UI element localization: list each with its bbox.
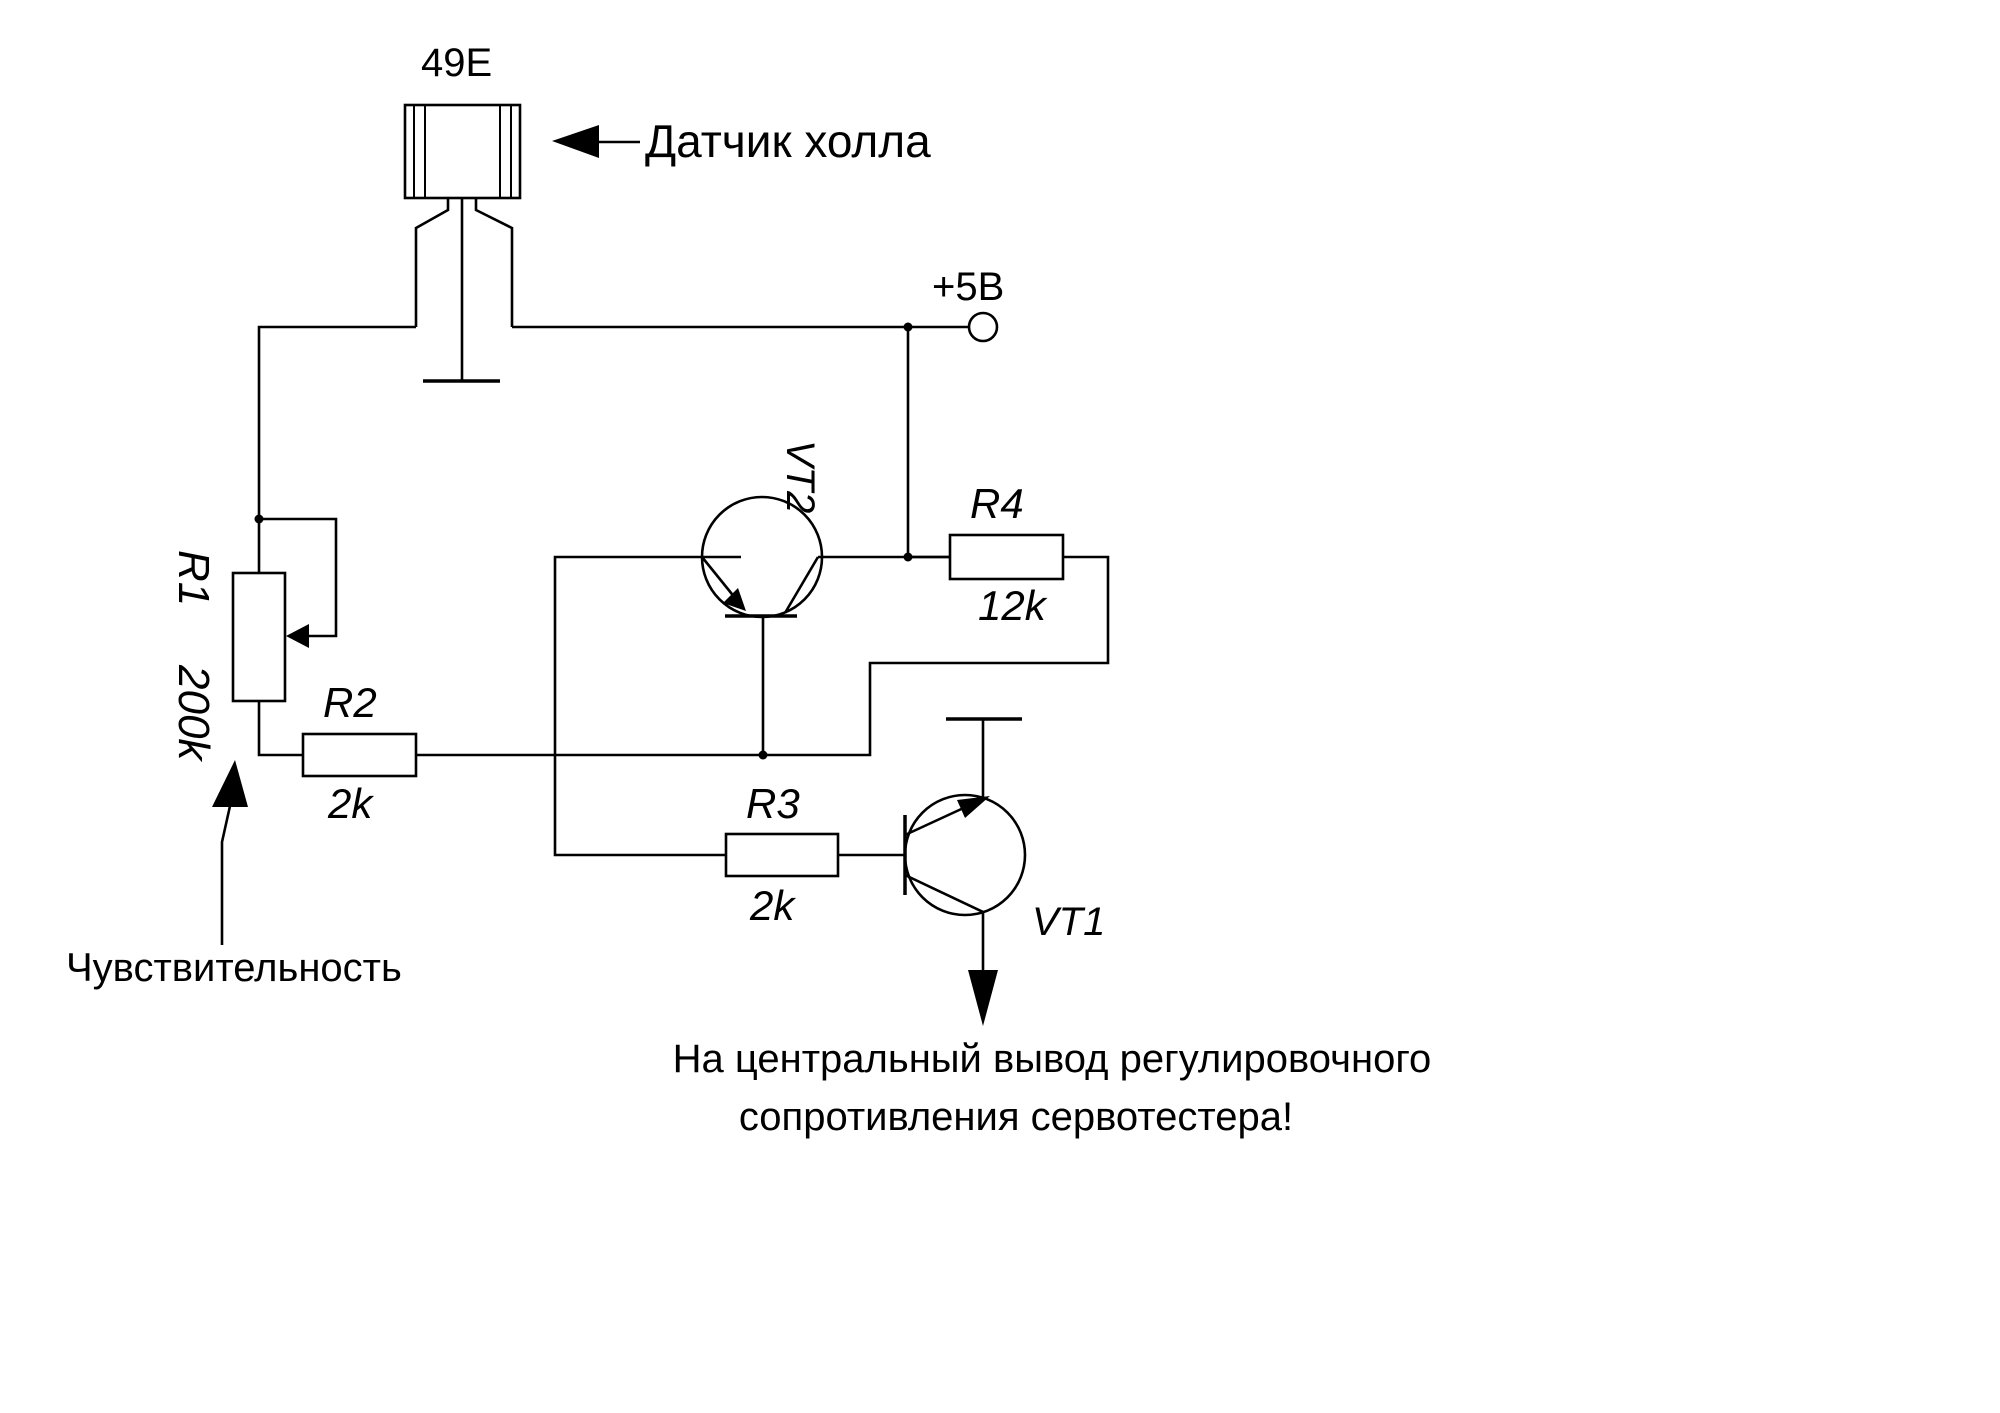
- vt1-ref: VT1: [1032, 900, 1105, 944]
- vt2-collector-lead: [783, 556, 820, 614]
- vt2-emitter-arrow-icon: [723, 588, 746, 611]
- r4-return-wire: [763, 555, 1110, 757]
- output-note-line1: На центральный вывод регулировочного: [673, 1037, 1432, 1081]
- sensitivity-label: Чувствительность: [66, 946, 402, 990]
- sensitivity-arrow-icon: [212, 760, 248, 807]
- r1-value: 200k: [169, 664, 218, 762]
- r1-ref: R1: [169, 550, 218, 606]
- arrow-left-icon: [552, 125, 599, 158]
- hall-sensor: [403, 103, 522, 383]
- vt2-ref: VT2: [778, 440, 822, 513]
- hall-sensor-part: 49E: [421, 41, 492, 85]
- hall-sensor-body: [403, 103, 522, 200]
- hall-lead-right: [474, 198, 514, 327]
- r2-value: 2k: [327, 780, 374, 827]
- supply-terminal: [967, 311, 999, 343]
- vt2-to-r3-wire: [553, 555, 726, 857]
- r3-ref: R3: [746, 780, 800, 827]
- output-note-line2: сопротивления сервотестера!: [739, 1095, 1293, 1139]
- r1-wiper-wire: [259, 517, 338, 638]
- vt1-collector-lead: [904, 873, 985, 970]
- r3-value: 2k: [749, 882, 796, 929]
- r2-ref: R2: [323, 679, 377, 726]
- r4-value: 12k: [978, 582, 1048, 629]
- hall-lead-left: [414, 198, 450, 327]
- r2-body: [301, 732, 418, 778]
- hall-sensor-label: Датчик холла: [645, 115, 931, 167]
- r4-ref: R4: [970, 480, 1024, 527]
- output-arrow-icon: [968, 970, 998, 1026]
- sensitivity-pointer-line: [220, 805, 232, 945]
- supply-label: +5В: [932, 265, 1004, 309]
- vt1-emitter-arrow-icon: [957, 796, 990, 818]
- r1-bottom-wire: [257, 701, 303, 757]
- junction-dot: [903, 322, 913, 332]
- r4-body: [948, 533, 1065, 581]
- r1-body: [231, 571, 287, 703]
- r1-wiper-arrow-icon: [286, 624, 309, 648]
- hall-output-wire: [257, 325, 416, 573]
- r3-body: [724, 832, 840, 878]
